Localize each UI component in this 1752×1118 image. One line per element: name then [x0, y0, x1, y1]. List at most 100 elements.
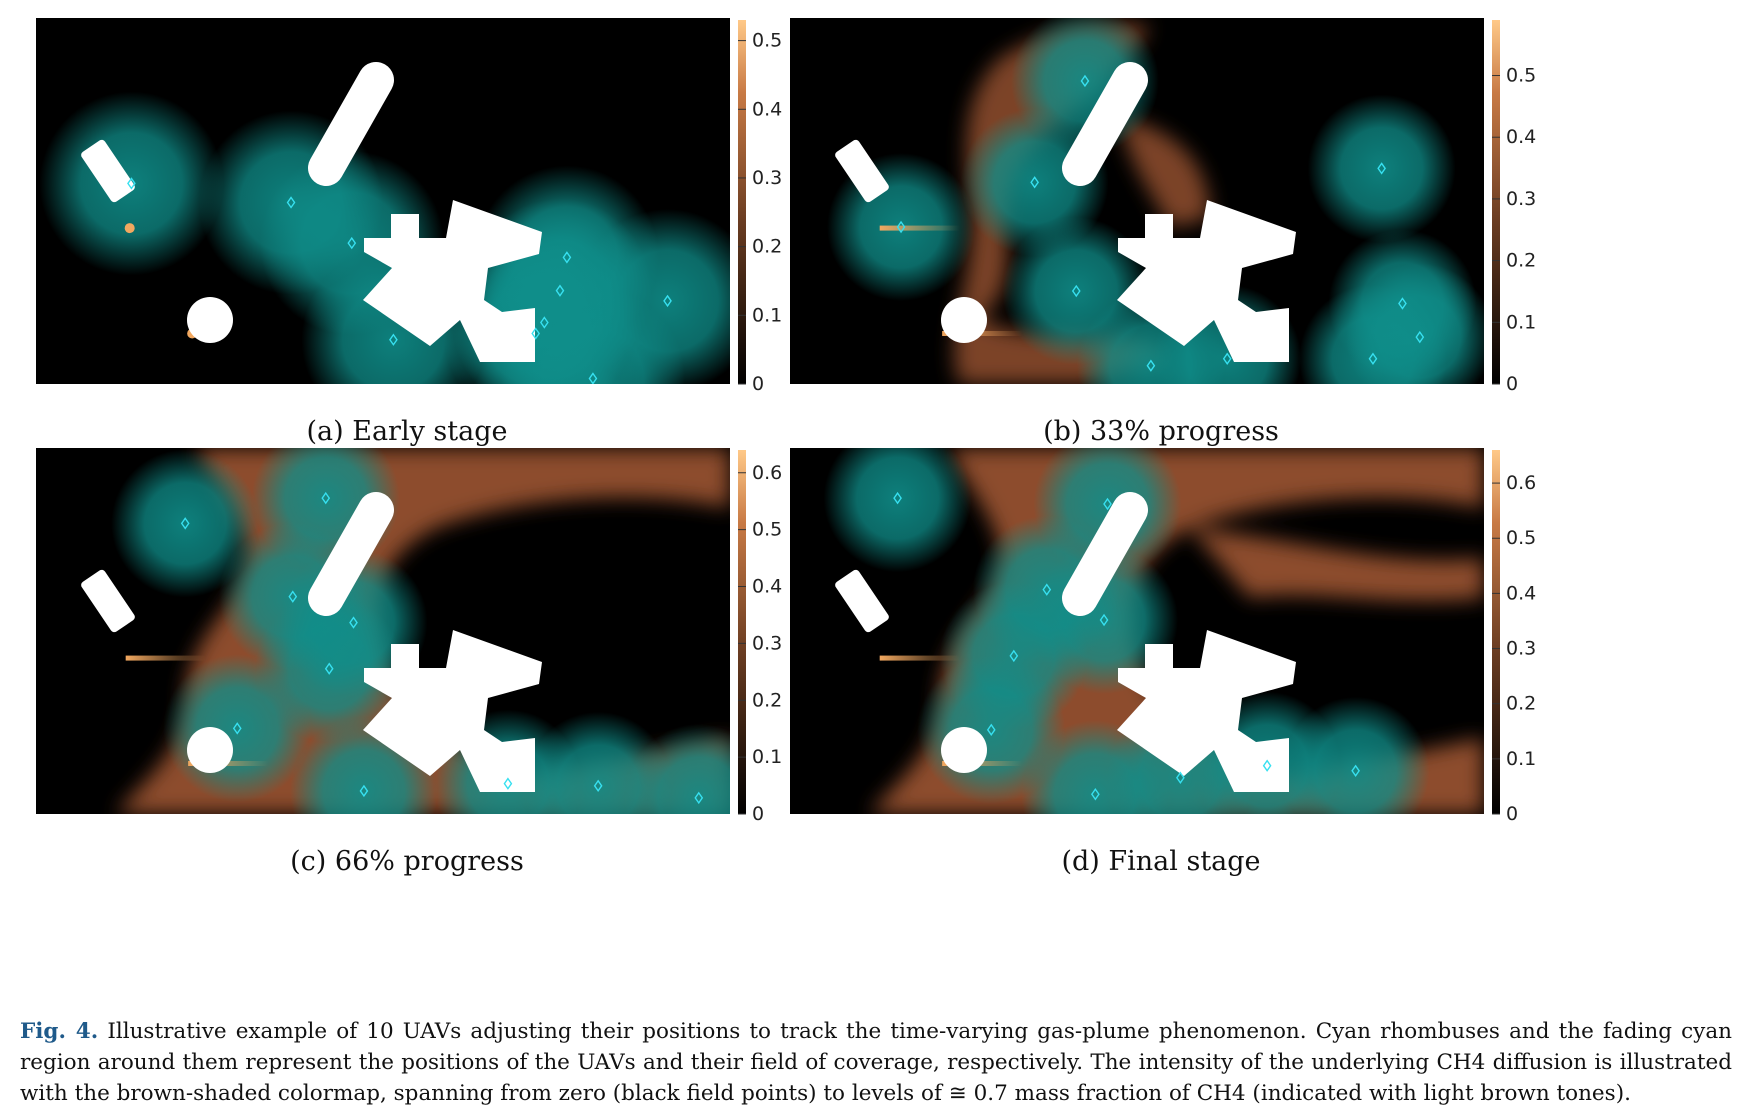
colorbar-tick-label: 0.2 [1506, 250, 1536, 272]
colorbar [1492, 450, 1500, 814]
obstacle-small-block [81, 569, 135, 633]
uav-marker [286, 196, 296, 209]
colorbar-tick-label: 0.5 [752, 519, 782, 541]
colorbar [1492, 20, 1500, 384]
gas-source [879, 655, 960, 661]
obstacle-small-block [835, 139, 889, 203]
colorbar [738, 450, 746, 814]
colorbar-tick-label: 0.5 [1506, 527, 1536, 549]
uav-coverage [1281, 696, 1430, 814]
gas-source [125, 655, 206, 661]
colorbar-tick-label: 0.1 [1506, 748, 1536, 770]
obstacle-building [363, 200, 542, 362]
colorbar-tick-label: 0.2 [752, 689, 782, 711]
colorbar-tick-label: 0.3 [1506, 188, 1536, 210]
uav-marker [1030, 176, 1039, 189]
uav-marker [503, 777, 513, 790]
uav-marker [1377, 162, 1386, 175]
uav-marker [1222, 352, 1232, 365]
uav-marker [555, 284, 565, 297]
uav-marker [1262, 759, 1272, 772]
uav-marker [1080, 74, 1090, 88]
colorbar-tick-label: 0 [1506, 803, 1518, 825]
obstacle-circle [941, 727, 987, 773]
figure-caption-text: Illustrative example of 10 UAVs adjustin… [20, 1019, 1732, 1106]
uav-marker [321, 491, 331, 505]
gas-source [879, 225, 960, 231]
colorbar-tick-label: 0.3 [752, 632, 782, 654]
uav-marker [1091, 788, 1100, 801]
uav-coverage [575, 208, 730, 384]
panel-a-plot: 0 0.1 0.2 0.3 0.4 0.5 [36, 18, 782, 395]
colorbar-tick-label: 0 [752, 373, 764, 395]
uav-marker [127, 177, 136, 190]
uav-marker [540, 316, 549, 329]
uav-marker [349, 616, 358, 629]
colorbar-tick-label: 0.3 [752, 167, 782, 189]
uav-marker [1099, 613, 1109, 627]
colorbar-tick-label: 0.1 [752, 304, 782, 326]
panel-c-plot: 00.10.20.30.40.50.6 [36, 448, 782, 825]
obstacle-building [363, 630, 542, 792]
field-area [36, 18, 730, 384]
uav-marker [593, 779, 603, 793]
uav-marker [180, 517, 190, 530]
uav-marker [1415, 330, 1425, 344]
colorbar-tick-label: 0.5 [752, 30, 782, 52]
colorbar-tick-label: 0.1 [1506, 311, 1536, 333]
panel-d-plot: 00.10.20.30.40.50.6 [790, 448, 1536, 825]
uav-coverage [823, 448, 972, 573]
uav-marker [562, 251, 572, 264]
panel-b: 0 0.1 0.2 0.3 0.4 0.5 [790, 18, 1570, 395]
uav-marker [359, 784, 369, 798]
obstacle-small-block [81, 139, 135, 203]
uav-marker [347, 236, 357, 250]
obstacle-capsule [1062, 62, 1148, 186]
obstacle-circle [187, 727, 233, 773]
colorbar-tick-label: 0.4 [1506, 126, 1536, 148]
uav-marker [694, 791, 704, 805]
uav-marker [1146, 359, 1156, 372]
uav-marker [588, 372, 598, 384]
uav-marker [1103, 497, 1112, 511]
colorbar-tick-label: 0 [1506, 373, 1518, 395]
uav-marker [1042, 583, 1052, 596]
obstacle-circle [941, 297, 987, 343]
uav-marker [1351, 764, 1360, 778]
panel-a: 0 0.1 0.2 0.3 0.4 0.5 [36, 18, 816, 395]
uav-marker [1398, 297, 1407, 310]
uav-marker [1368, 352, 1378, 365]
obstacle-building [1117, 200, 1296, 362]
uav-coverage [1307, 94, 1456, 243]
caption-c: (c) 66% progress [290, 846, 524, 877]
figure-caption: Fig. 4. Illustrative example of 10 UAVs … [20, 1016, 1732, 1109]
uav-marker [288, 590, 298, 603]
uav-marker [893, 491, 902, 505]
field-area [790, 448, 1484, 814]
colorbar-tick-label: 0.2 [752, 236, 782, 258]
colorbar-tick-label: 0.1 [752, 746, 782, 768]
uav-coverage [163, 654, 312, 803]
uav-marker [232, 722, 242, 735]
caption-d: (d) Final stage [1061, 846, 1261, 877]
colorbar-tick-label: 0.4 [752, 98, 782, 120]
colorbar-tick-label: 0.3 [1506, 638, 1536, 660]
panel-b-plot: 0 0.1 0.2 0.3 0.4 0.5 [790, 18, 1536, 395]
colorbar-tick-label: 0.2 [1506, 693, 1536, 715]
colorbar-tick-label: 0.5 [1506, 65, 1536, 87]
colorbar-tick-label: 0.4 [752, 576, 782, 598]
obstacle-small-block [835, 569, 889, 633]
caption-b: (b) 33% progress [1043, 416, 1279, 447]
colorbar [738, 20, 746, 384]
colorbar-tick-label: 0.4 [1506, 582, 1536, 604]
uav-coverage [960, 108, 1109, 257]
uav-marker [1009, 649, 1019, 663]
figure-label: Fig. 4. [20, 1019, 99, 1044]
uav-marker [986, 723, 996, 737]
uav-marker [896, 220, 906, 234]
uav-marker [531, 327, 541, 340]
uav-coverage [1328, 229, 1477, 378]
uav-marker [324, 662, 334, 675]
